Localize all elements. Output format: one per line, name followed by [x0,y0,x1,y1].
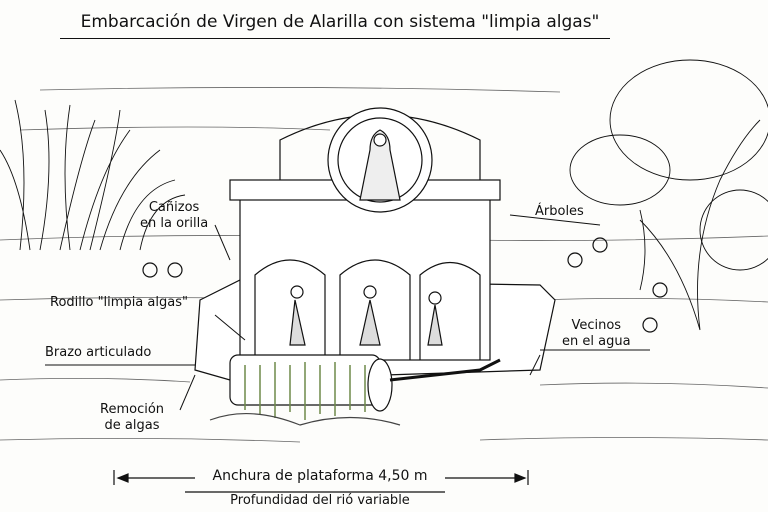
label-arm: Brazo articulado [45,345,152,360]
page-title: Embarcación de Virgen de Alarilla con si… [80,12,600,32]
label-reeds-line1: Cañizos [148,200,200,215]
swimmers [142,237,668,333]
label-neighbors-line2: en el agua [562,334,631,349]
label-depth: Profundidad del rió variable [230,493,410,508]
label-algae-line2: de algas [104,418,160,433]
label-algae-removal: Remoción de algas [100,402,164,434]
splash [209,413,401,426]
articulated-arm [389,358,501,382]
label-roller: Rodillo "limpia algas" [50,295,188,310]
virgin-figure [359,129,401,201]
dimension-line [113,470,529,493]
label-reeds: Cañizos en la orilla [140,200,208,232]
label-algae-line1: Remoción [100,402,165,417]
label-width: Anchura de plataforma 4,50 m [212,468,428,484]
title-underline [60,38,610,39]
label-trees: Árboles [535,204,584,219]
reeds [0,99,186,251]
roller [229,354,501,420]
shrine [229,107,501,361]
label-neighbors-line1: Vecinos [571,318,622,333]
trees [569,59,768,331]
label-reeds-line2: en la orilla [140,216,209,231]
label-neighbors: Vecinos en el agua [562,318,631,350]
